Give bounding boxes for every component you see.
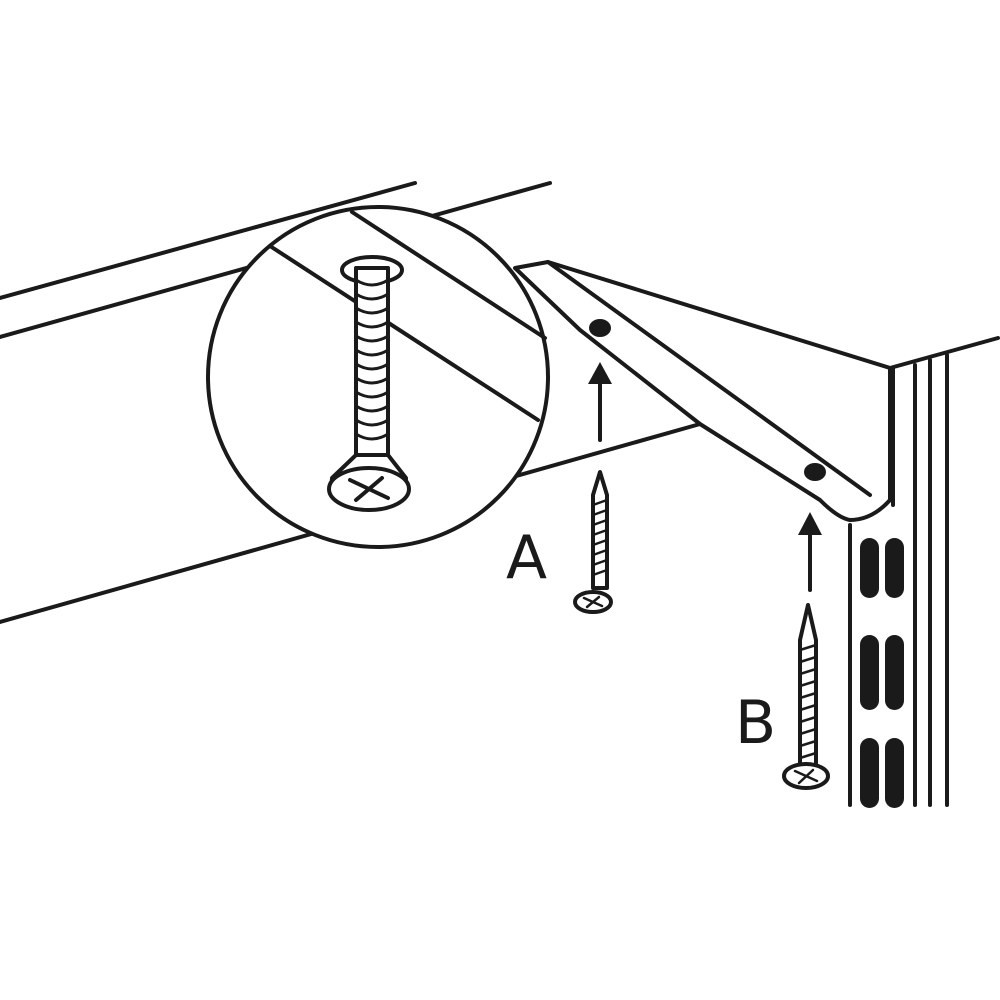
rail-slot	[860, 635, 879, 710]
screw-a-cross	[582, 595, 604, 609]
rail-slot	[885, 738, 904, 808]
arrow-up-icon	[798, 512, 822, 535]
rail-slot	[860, 538, 879, 598]
screw-a-assembly	[573, 362, 613, 614]
wood-screw-icon	[782, 603, 830, 790]
wood-screw-icon	[573, 470, 613, 614]
arrow-up-icon	[588, 362, 612, 384]
cabinet-side-wall	[848, 336, 1000, 807]
bracket-plate	[513, 260, 892, 522]
rail-slot	[860, 738, 879, 808]
rail-slots	[860, 538, 904, 808]
screw-b-cross	[793, 768, 819, 785]
magnified-screw-icon	[327, 255, 411, 512]
board-top-edge	[0, 181, 417, 300]
rail-slot	[885, 635, 904, 710]
phillips-cross	[348, 476, 390, 502]
label-screw-a: A	[506, 523, 548, 593]
rail-slot	[885, 538, 904, 598]
bracket-hole-b	[804, 463, 826, 481]
magnified-board-edge-2	[350, 210, 547, 340]
magnified-board-edge-1	[268, 244, 540, 422]
bracket-fold-line	[546, 260, 872, 497]
label-screw-b: B	[735, 688, 777, 758]
bracket-hole-a	[589, 319, 611, 337]
wall-top-edge	[888, 336, 1000, 370]
zoom-detail-circle-icon	[206, 205, 550, 549]
corner-bracket	[513, 260, 892, 522]
screw-b-assembly	[782, 512, 830, 790]
